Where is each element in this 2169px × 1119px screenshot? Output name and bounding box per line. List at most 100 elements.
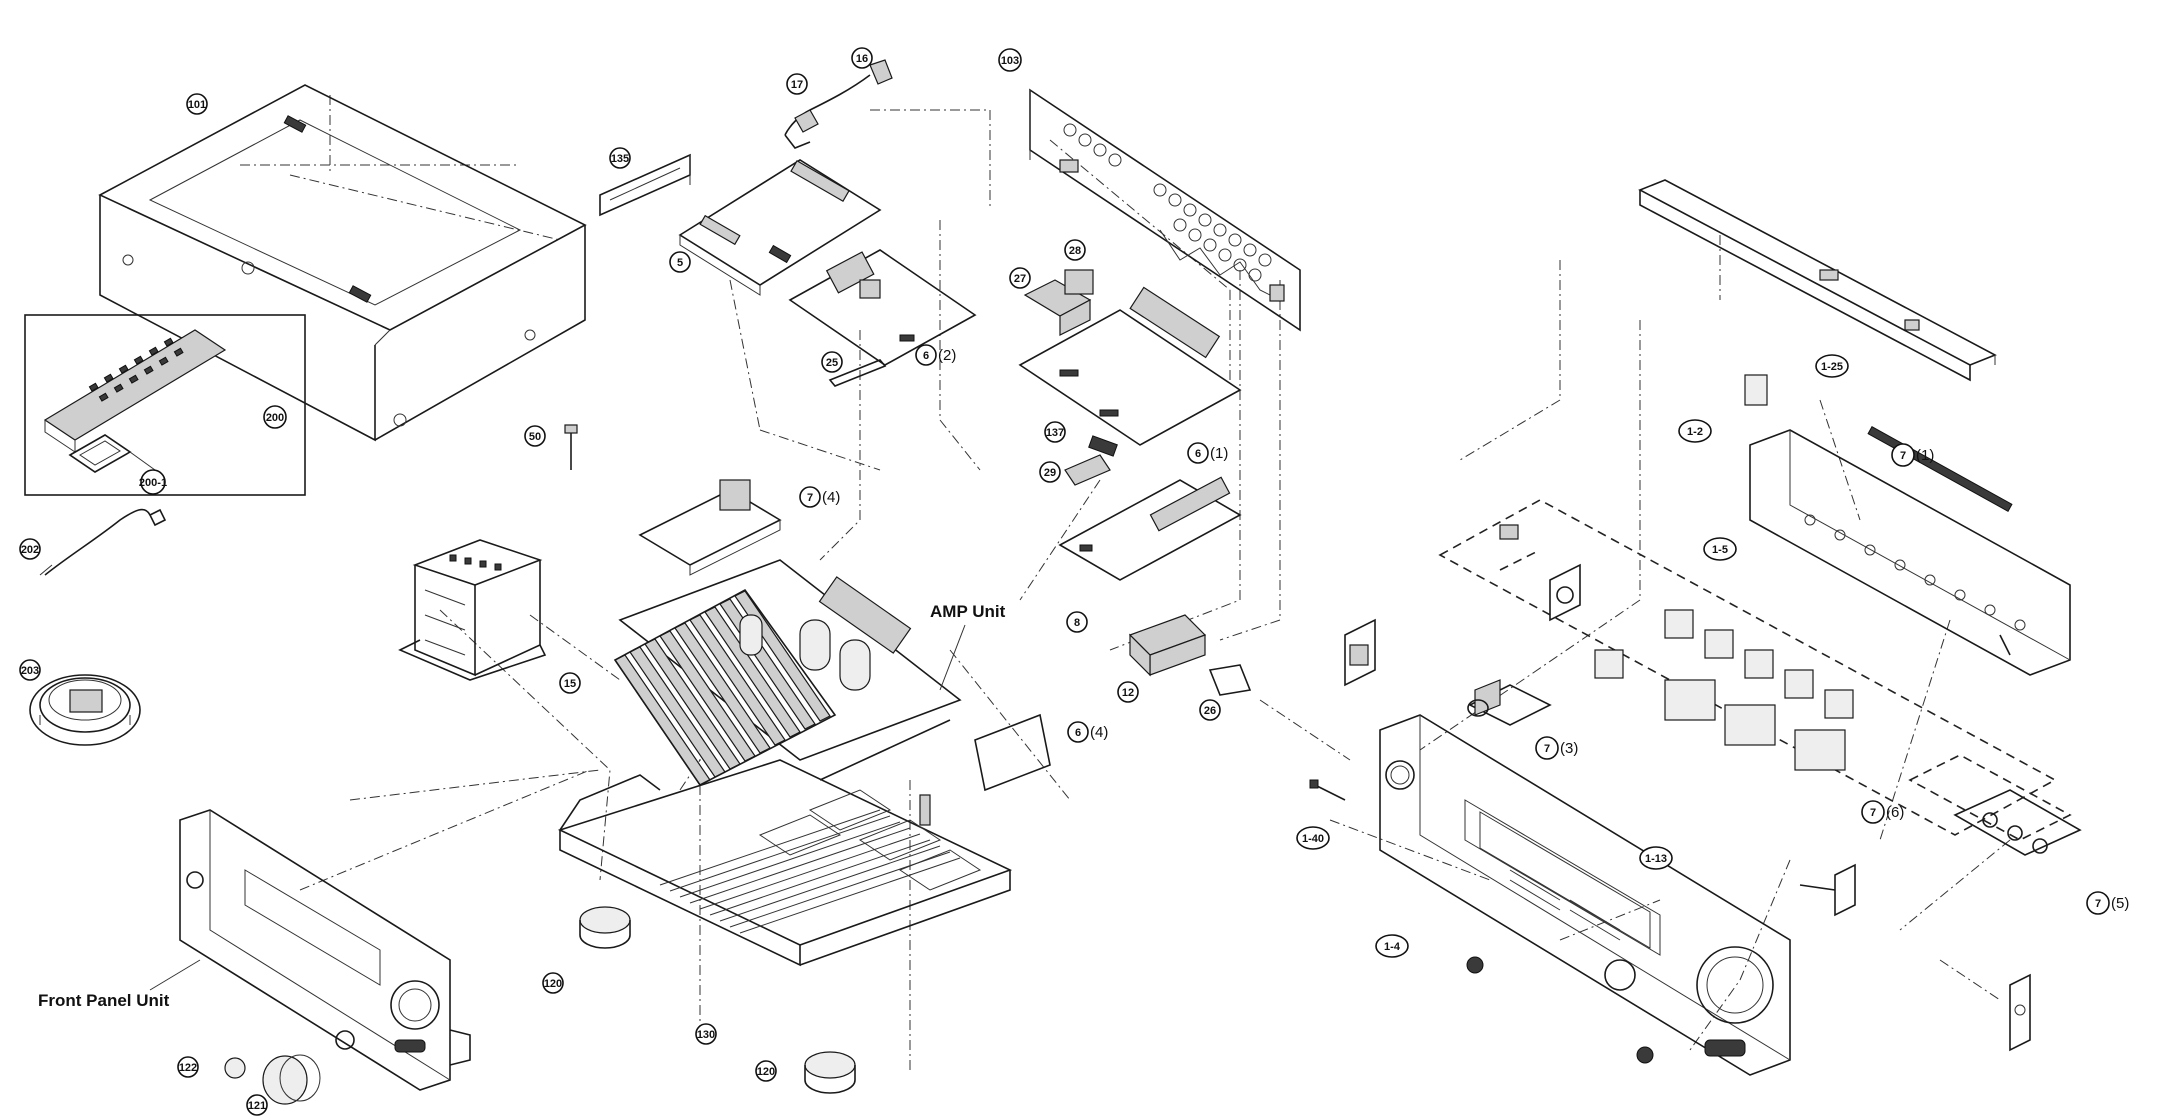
- svg-text:122: 122: [179, 1062, 197, 1074]
- callout-5: 5: [669, 251, 691, 273]
- bracket-lower-right: [2009, 973, 2031, 1052]
- front-panel-right: [1379, 714, 1791, 1076]
- foot-120-left: [579, 906, 631, 949]
- callout-50: 50: [524, 425, 546, 447]
- front-panel-unit-label: Front Panel Unit: [38, 991, 170, 1010]
- bracket-28: [1023, 269, 1094, 336]
- leader-lines: [240, 95, 2011, 1070]
- board-135: [599, 153, 691, 217]
- svg-text:1-5: 1-5: [1712, 544, 1728, 556]
- amp-unit-leader: [939, 624, 966, 691]
- callout-7-3: 7 (3): [1535, 736, 1578, 760]
- callout-6-4: 6 (4): [1067, 721, 1108, 743]
- callout-28: 28: [1064, 239, 1086, 261]
- svg-text:26: 26: [1204, 705, 1216, 717]
- svg-text:6: 6: [923, 350, 929, 362]
- callout-1-5: 1-5: [1703, 537, 1737, 561]
- amp-unit-label: AMP Unit: [930, 602, 1006, 621]
- callout-15: 15: [559, 672, 581, 694]
- callout-29: 29: [1039, 461, 1061, 483]
- svg-text:7: 7: [1544, 743, 1550, 755]
- remote-control-box: [24, 314, 306, 496]
- callout-8: 8: [1066, 611, 1088, 633]
- callout-27: 27: [1009, 267, 1031, 289]
- svg-text:1-2: 1-2: [1687, 426, 1703, 438]
- power-cable: [784, 59, 893, 149]
- svg-text:12: 12: [1122, 687, 1134, 699]
- rear-panel: [1029, 88, 1301, 332]
- front-panel-unit-left: [179, 809, 471, 1091]
- board-5: [678, 159, 882, 296]
- svg-text:7: 7: [1900, 450, 1906, 462]
- callout-1-13: 1-13: [1639, 846, 1673, 870]
- board-7-6: [1799, 863, 1856, 917]
- callout-17: 17: [786, 73, 808, 95]
- svg-text:200: 200: [266, 412, 284, 424]
- svg-text:103: 103: [1001, 55, 1019, 67]
- board-7-4: [638, 479, 782, 576]
- svg-text:25: 25: [826, 357, 838, 369]
- knob-122: [224, 1057, 246, 1079]
- svg-text:8: 8: [1074, 617, 1080, 629]
- board-6-4: [974, 713, 1051, 792]
- svg-text:121: 121: [248, 1100, 266, 1112]
- front-panel-unit-leader: [149, 959, 201, 991]
- svg-text:135: 135: [611, 153, 629, 165]
- svg-text:6: 6: [1075, 727, 1081, 739]
- svg-text:7: 7: [807, 492, 813, 504]
- callout-1-25: 1-25: [1815, 354, 1849, 378]
- svg-text:15: 15: [564, 678, 576, 690]
- callout-6-2: 6 (2): [915, 344, 956, 366]
- callout-26: 26: [1199, 699, 1221, 721]
- callout-25: 25: [821, 351, 843, 373]
- loop-antenna: [29, 674, 141, 746]
- part-25: [828, 359, 887, 387]
- svg-text:17: 17: [791, 79, 803, 91]
- svg-text:(5): (5): [2111, 895, 2129, 912]
- callout-137: 137: [1044, 421, 1066, 443]
- part-12: [1128, 614, 1207, 677]
- knob-121: [262, 1054, 321, 1105]
- callout-121: 121: [246, 1094, 268, 1116]
- callout-7-5: 7 (5): [2086, 891, 2129, 915]
- svg-text:(4): (4): [1090, 724, 1108, 741]
- callout-103: 103: [998, 48, 1022, 72]
- svg-text:(4): (4): [822, 489, 840, 506]
- svg-text:28: 28: [1069, 245, 1081, 257]
- callout-6-1: 6 (1): [1187, 442, 1228, 464]
- callout-135: 135: [609, 147, 631, 169]
- transformer: [398, 539, 547, 681]
- callout-120-left: 120: [542, 972, 564, 994]
- board-6-2: [788, 249, 977, 366]
- chassis: [557, 759, 1013, 967]
- callout-16: 16: [851, 47, 873, 69]
- clip-1-2: [1744, 374, 1768, 406]
- callout-202: 202: [19, 538, 41, 560]
- svg-text:1-13: 1-13: [1645, 853, 1667, 865]
- svg-text:7: 7: [1870, 807, 1876, 819]
- part-137: [1088, 435, 1118, 457]
- svg-text:130: 130: [697, 1029, 715, 1041]
- board-6-1: [1018, 286, 1242, 446]
- amp-unit: [613, 559, 962, 787]
- svg-text:29: 29: [1044, 467, 1056, 479]
- callout-101: 101: [186, 93, 208, 115]
- callout-203: 203: [19, 659, 41, 681]
- svg-text:(1): (1): [1210, 445, 1228, 462]
- svg-text:27: 27: [1014, 273, 1026, 285]
- callout-200-1: 200-1: [139, 469, 167, 495]
- callout-130: 130: [695, 1023, 717, 1045]
- svg-text:1-25: 1-25: [1821, 361, 1843, 373]
- board-8: [1058, 476, 1242, 581]
- svg-text:(3): (3): [1560, 740, 1578, 757]
- screw-50: [564, 424, 578, 470]
- top-cover: [98, 84, 587, 442]
- callout-12: 12: [1117, 681, 1139, 703]
- callout-122: 122: [177, 1056, 199, 1078]
- svg-text:1-40: 1-40: [1302, 833, 1324, 845]
- foot-120-bottom: [804, 1051, 856, 1094]
- svg-text:(6): (6): [1886, 804, 1904, 821]
- svg-text:7: 7: [2095, 898, 2101, 910]
- svg-text:120: 120: [544, 978, 562, 990]
